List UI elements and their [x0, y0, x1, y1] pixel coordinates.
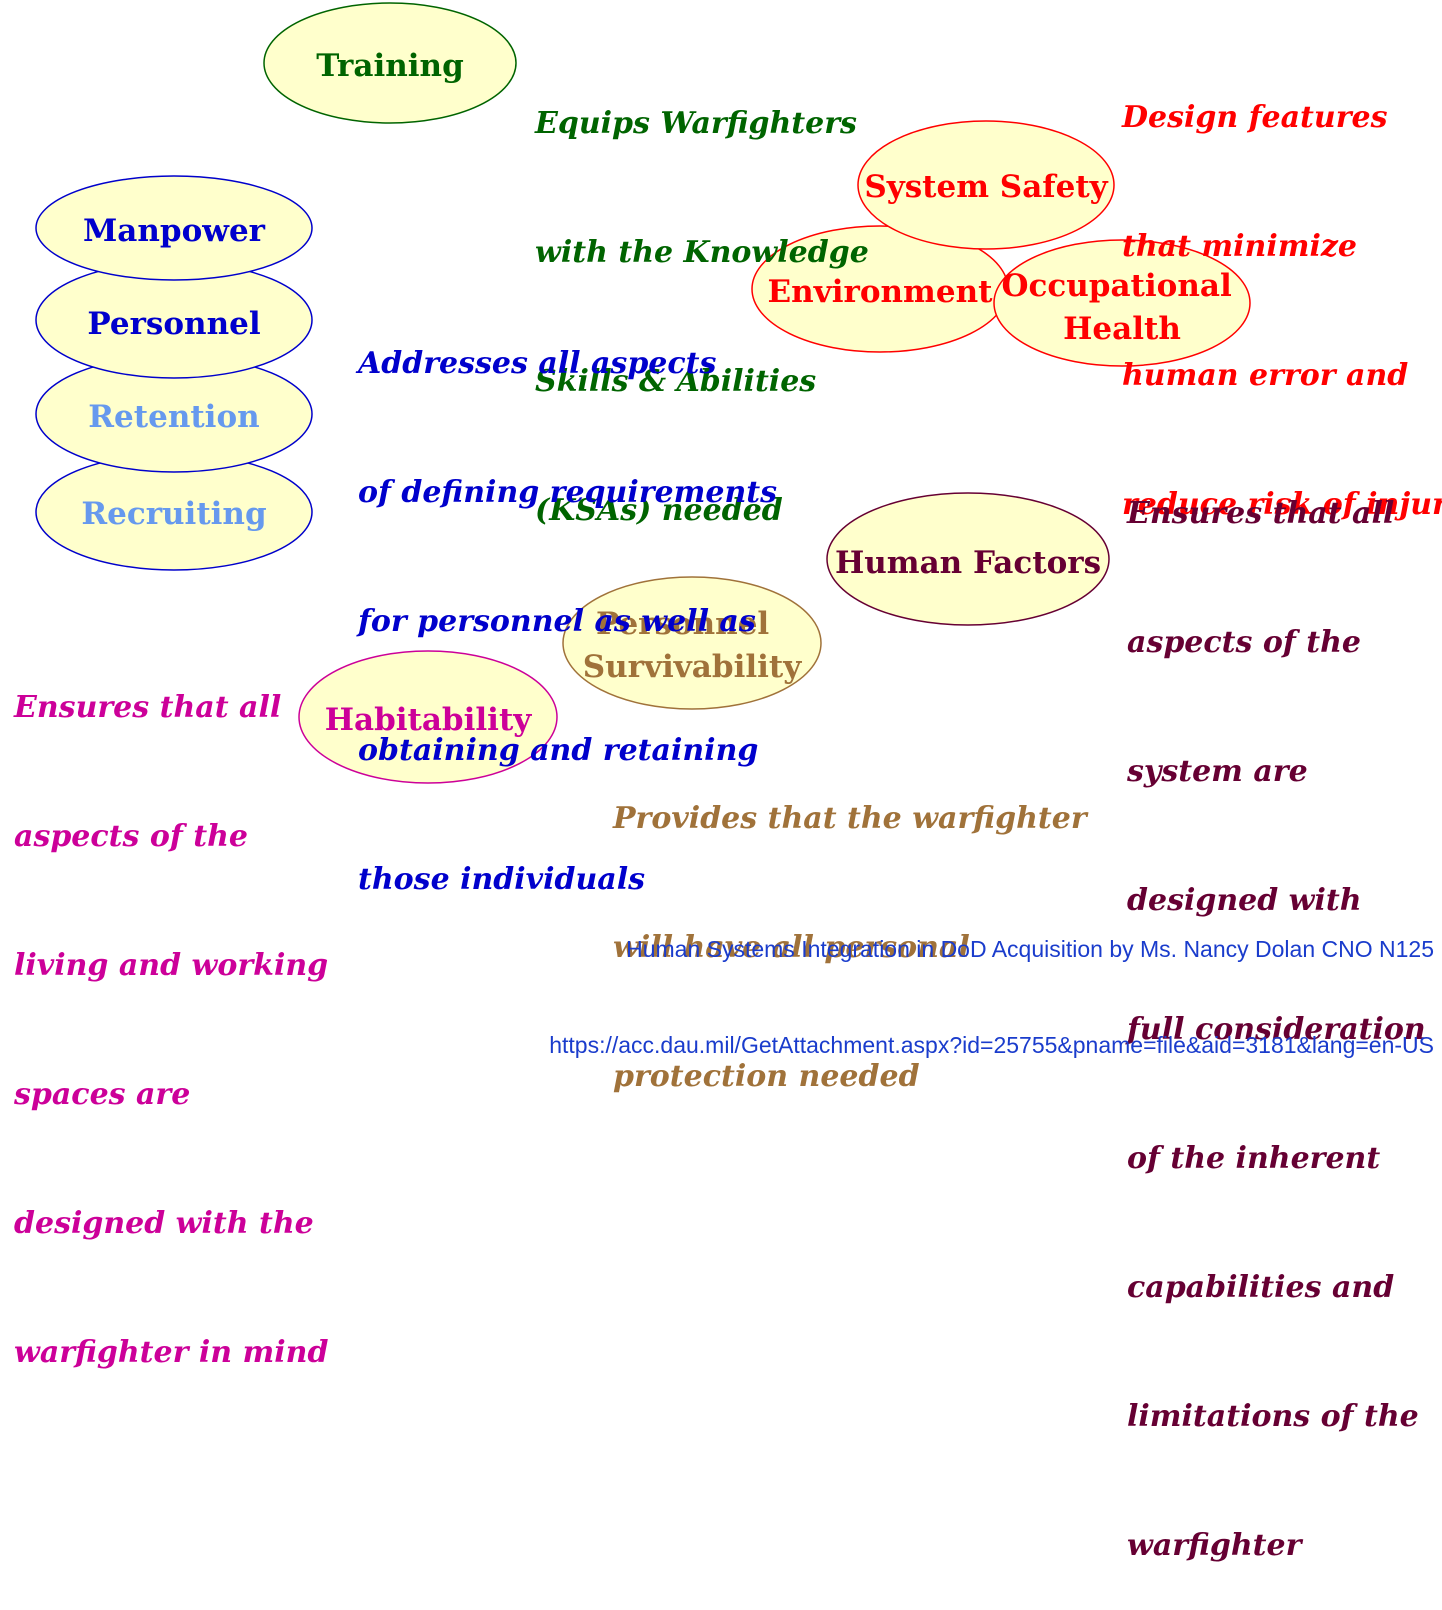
occupational-health-node: Occupational Health: [993, 239, 1251, 367]
safety-description-line: reduce risk of injury: [1122, 487, 1442, 522]
training-description: Equips Warfighters with the Knowledge Sk…: [535, 16, 869, 575]
human-factors-description-line: of the inherent: [1127, 1141, 1381, 1176]
credit-url[interactable]: https://acc.dau.mil/GetAttachment.aspx?i…: [549, 1032, 1434, 1058]
retention-node: Retention: [35, 355, 313, 473]
habitability-description-line: spaces are: [14, 1077, 191, 1112]
personnel-description: Addresses all aspects of defining requir…: [358, 256, 777, 944]
human-factors-description-line: system are: [1127, 754, 1308, 789]
recruiting-label: Recruiting: [81, 496, 266, 532]
personnel-survivability-node: Personnel Survivability: [562, 576, 822, 710]
personnel-description-line: those individuals: [358, 862, 646, 897]
personnel-label: Personnel: [87, 306, 260, 342]
retention-label: Retention: [88, 399, 259, 435]
environment-node: Environment: [751, 225, 1009, 353]
manpower-node: Manpower: [35, 175, 313, 281]
human-factors-node: Human Factors: [826, 492, 1110, 626]
training-description-line: (KSAs) needed: [535, 493, 783, 528]
occupational-health-label: Occupational Health: [1001, 268, 1242, 347]
human-factors-description-line: aspects of the: [1127, 625, 1361, 660]
personnel-description-line: obtaining and retaining: [358, 733, 759, 768]
training-description-line: with the Knowledge: [535, 235, 869, 270]
training-node: Training: [263, 2, 517, 124]
personnel-description-line: of defining requirements: [358, 475, 778, 510]
source-credit: Human Systems Integration in DoD Acquisi…: [549, 869, 1434, 1093]
personnel-survivability-line-2: Survivability: [583, 649, 802, 685]
personnel-description-line: for personnel as well as: [358, 604, 756, 639]
manpower-label: Manpower: [83, 213, 266, 249]
habitability-node: Habitability: [298, 650, 558, 784]
environment-label: Environment: [768, 274, 994, 310]
human-factors-description-line: designed with: [1127, 883, 1362, 918]
system-safety-ellipse: [857, 120, 1115, 250]
personnel-node: Personnel: [35, 261, 313, 379]
occupational-health-ellipse: [993, 239, 1251, 367]
habitability-description-line: designed with the: [14, 1206, 314, 1241]
human-factors-description-line: limitations of the: [1127, 1399, 1419, 1434]
occupational-health-line-1: Occupational: [1001, 268, 1231, 304]
safety-description-line: human error and: [1122, 358, 1409, 393]
manpower-ellipse: [35, 175, 313, 281]
human-factors-description-line: warfighter: [1127, 1528, 1302, 1563]
safety-description-line: that minimize: [1122, 229, 1358, 264]
training-description-line: Skills & Abilities: [535, 364, 817, 399]
safety-description: Design features that minimize human erro…: [1122, 10, 1442, 569]
personnel-survivability-ellipse: [562, 576, 822, 710]
training-ellipse: [263, 2, 517, 124]
habitability-description: Ensures that all aspects of the living a…: [14, 600, 328, 1417]
human-factors-description-line: capabilities and: [1127, 1270, 1395, 1305]
habitability-label: Habitability: [325, 702, 533, 738]
recruiting-node: Recruiting: [35, 453, 313, 571]
human-factors-label: Human Factors: [835, 545, 1101, 581]
personnel-description-line: Addresses all aspects: [358, 346, 717, 381]
habitability-ellipse: [298, 650, 558, 784]
human-factors-description-line: Ensures that all: [1127, 496, 1395, 531]
training-description-line: Equips Warfighters: [535, 106, 857, 141]
survivability-description-line: Provides that the warfighter: [613, 801, 1087, 836]
credit-title: Human Systems Integration in DoD Acquisi…: [626, 936, 1434, 962]
system-safety-node: System Safety: [857, 120, 1115, 250]
human-factors-ellipse: [826, 492, 1110, 626]
habitability-description-line: Ensures that all: [14, 690, 282, 725]
system-safety-label: System Safety: [864, 169, 1108, 205]
habitability-description-line: aspects of the: [14, 819, 248, 854]
personnel-survivability-label: Personnel Survivability: [583, 606, 802, 685]
personnel-survivability-line-1: Personnel: [596, 606, 769, 642]
training-label: Training: [316, 48, 464, 84]
habitability-description-line: warfighter in mind: [14, 1335, 329, 1370]
safety-description-line: Design features: [1122, 100, 1388, 135]
occupational-health-line-2: Health: [1063, 311, 1181, 347]
hsi-domains-diagram: Training Recruiting Retention Personnel …: [35, 2, 1251, 784]
habitability-description-line: living and working: [14, 948, 329, 983]
